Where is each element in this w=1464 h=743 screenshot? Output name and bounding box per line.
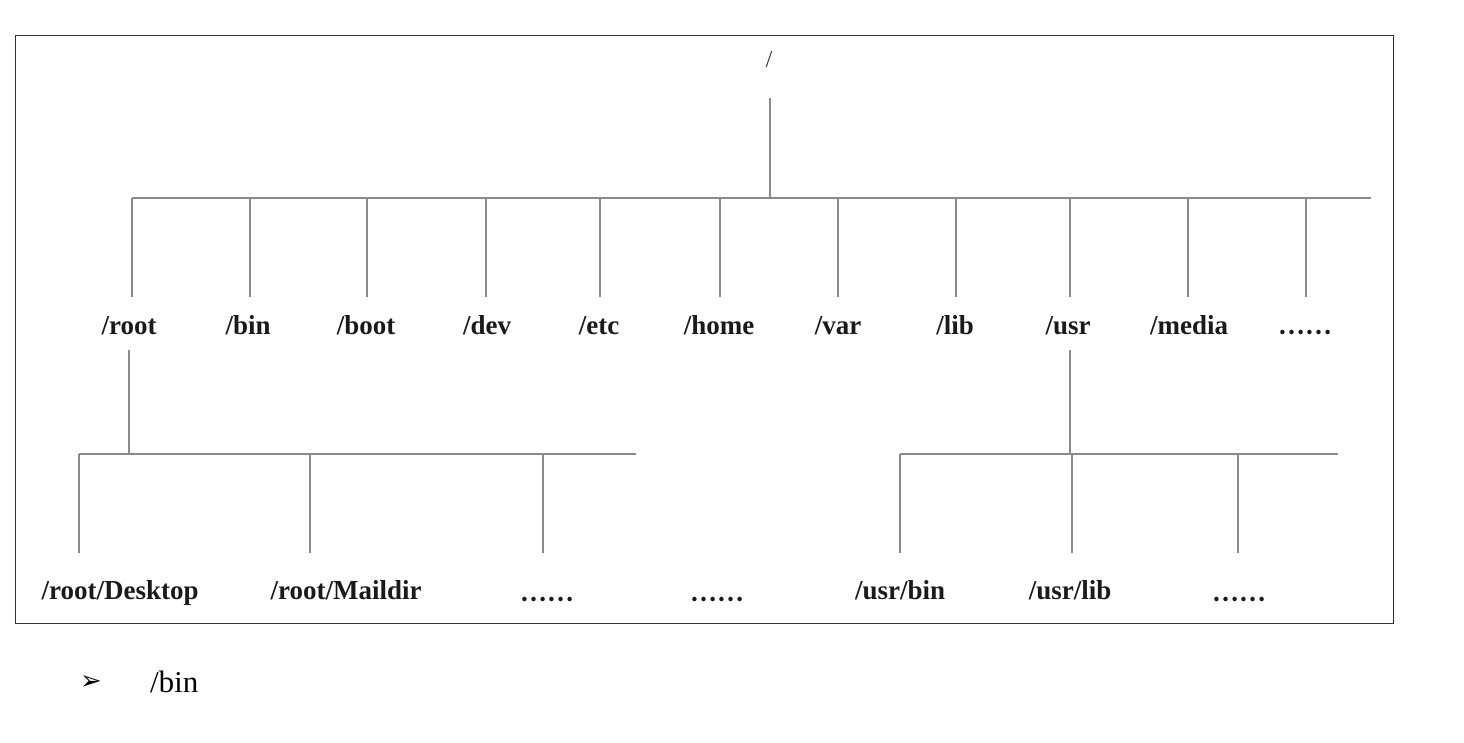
arrowhead-bullet-icon: ➢ (80, 666, 102, 696)
node-root-more: …… (520, 577, 574, 607)
node-level1-more: …… (1278, 310, 1332, 340)
node-middle-more: …… (690, 577, 744, 607)
node-home: /home (683, 310, 755, 340)
diagram-frame (15, 35, 1394, 624)
node-usr: /usr (1045, 310, 1091, 340)
node-root-maildir: /root/Maildir (270, 575, 422, 605)
node-root: /root (101, 310, 157, 340)
node-dev: /dev (462, 310, 512, 340)
node-var: /var (814, 310, 862, 340)
node-lib: /lib (936, 310, 974, 340)
node-usr-lib: /usr/lib (1028, 575, 1112, 605)
node-root-dir: / (765, 47, 773, 73)
bullet-text: /bin (150, 664, 199, 699)
node-usr-more: …… (1212, 577, 1266, 607)
node-media: /media (1150, 310, 1228, 340)
node-boot: /boot (336, 310, 396, 340)
node-usr-bin: /usr/bin (854, 575, 946, 605)
node-root-desktop: /root/Desktop (41, 575, 199, 605)
node-etc: /etc (578, 310, 620, 340)
node-bin: /bin (225, 310, 271, 340)
